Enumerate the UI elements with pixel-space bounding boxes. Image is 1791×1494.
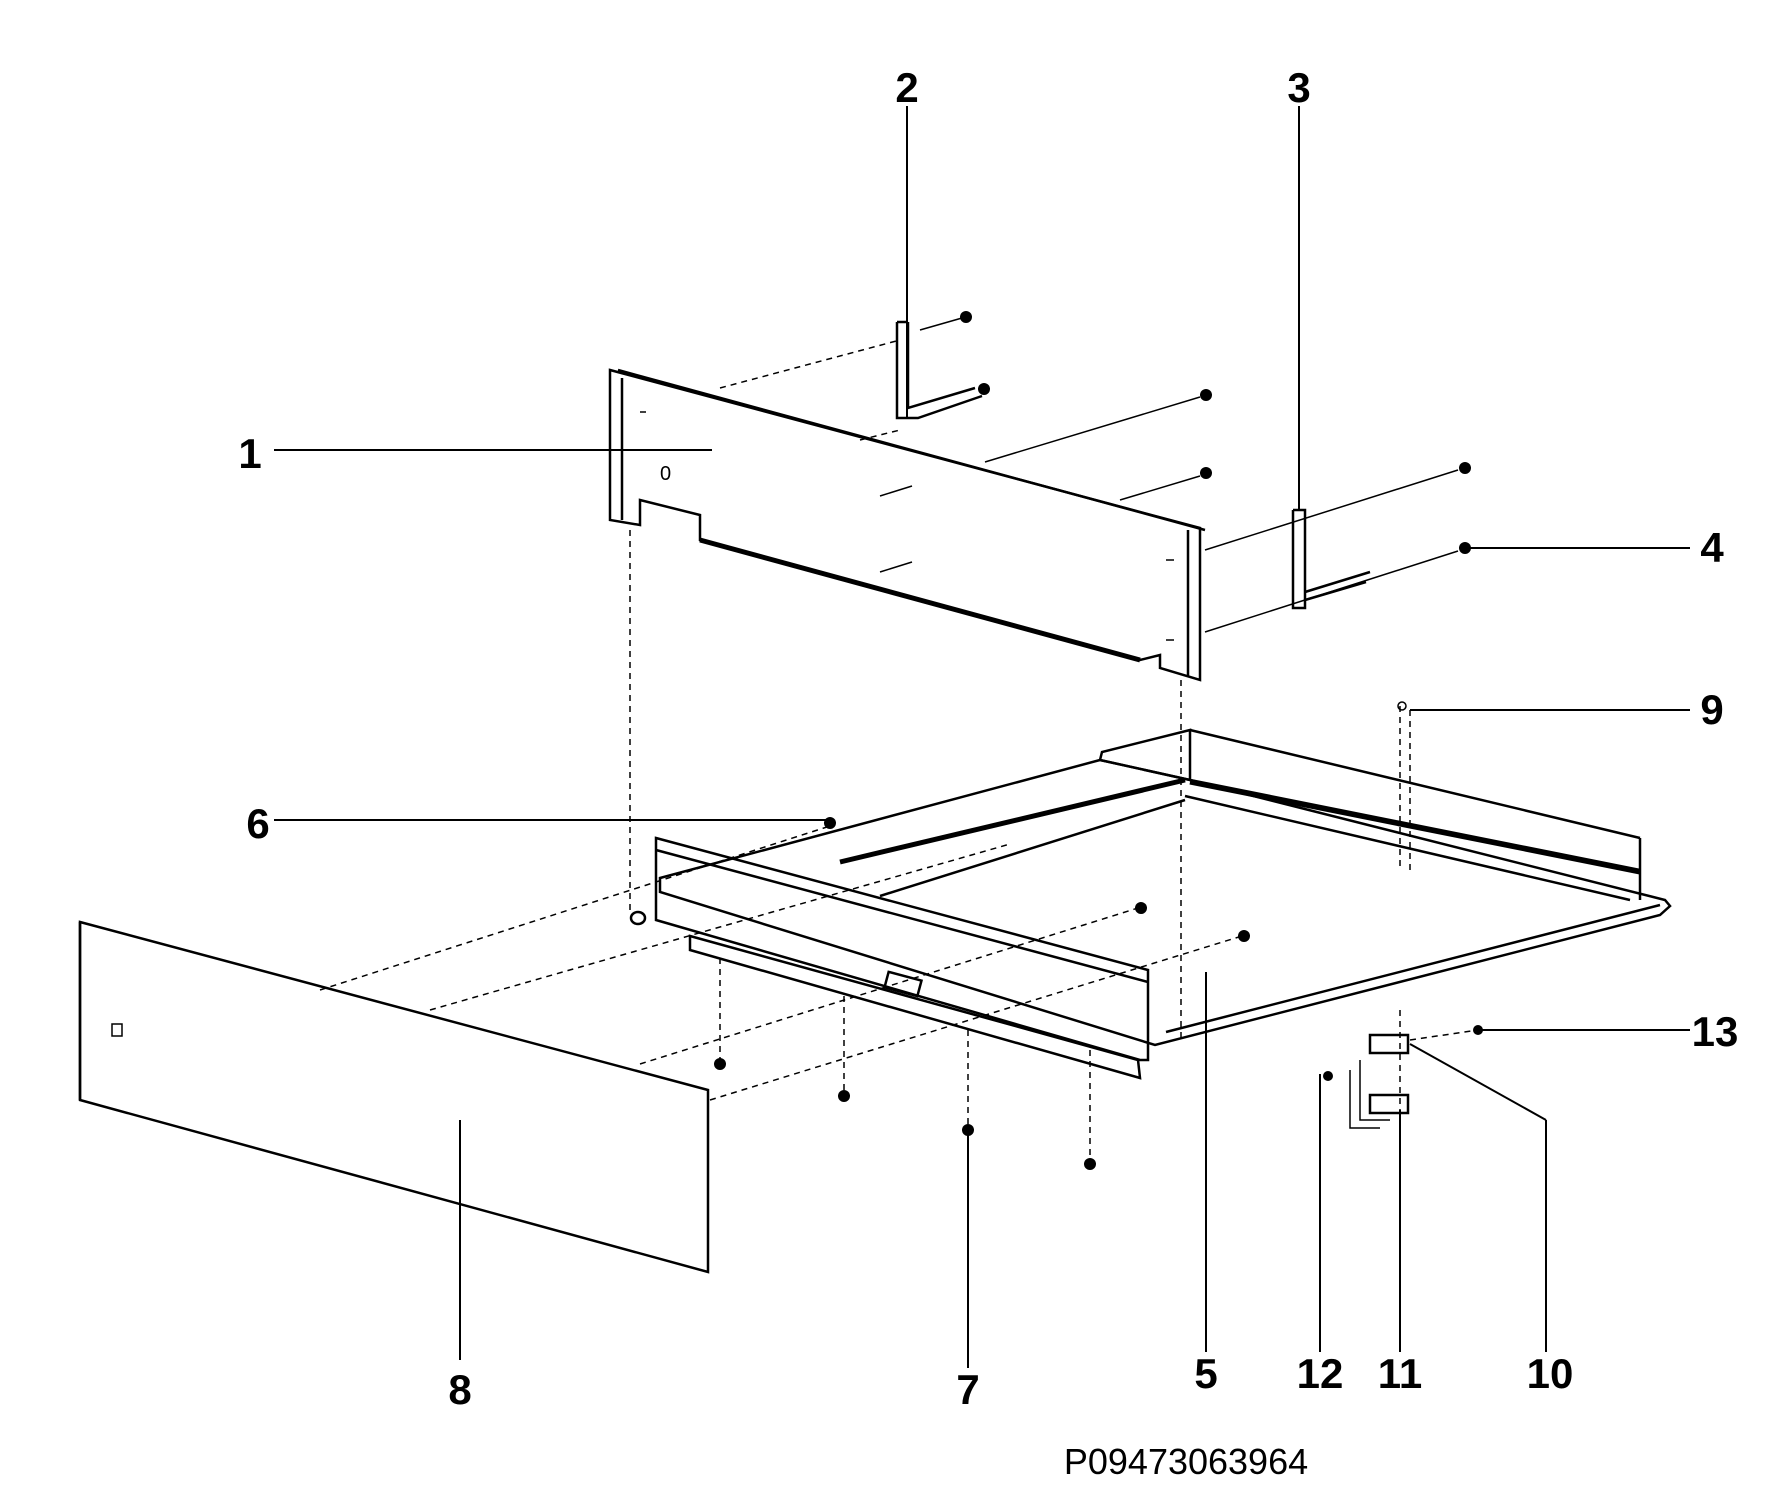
- callout-label: 2: [895, 64, 918, 111]
- callout-label: 3: [1287, 64, 1310, 111]
- leader-lines: [274, 106, 1690, 1368]
- back-panel-part-1: 0: [608, 368, 1206, 682]
- callout-label: 12: [1297, 1350, 1344, 1397]
- projection-lines: [319, 530, 1479, 1162]
- front-panel-part-8: [78, 920, 710, 1274]
- front-frame-part-6: [629, 836, 1150, 1080]
- callout-label: 7: [956, 1366, 979, 1413]
- callout-labels: 1 2 3 4 5 6 7 8 9 10 11 12 13: [238, 64, 1738, 1413]
- callout-label: 11: [1378, 1350, 1422, 1397]
- lower-screws: [714, 701, 1483, 1170]
- callout-label: 9: [1700, 686, 1723, 733]
- callout-label: 13: [1692, 1008, 1739, 1055]
- callout-label: 4: [1700, 524, 1724, 571]
- bracket-part-3: [1291, 508, 1371, 610]
- svg-text:0: 0: [660, 463, 671, 485]
- drawing-code: P09473063964: [1064, 1441, 1308, 1482]
- callout-label: 8: [448, 1366, 471, 1413]
- drawer-tray-part-5: [658, 728, 1672, 1047]
- callout-label: 1: [238, 430, 261, 477]
- callout-label: 10: [1527, 1350, 1574, 1397]
- callout-label: 5: [1194, 1350, 1217, 1397]
- bracket-part-2: [895, 311, 990, 420]
- callout-label: 6: [246, 800, 269, 847]
- hinge-parts-10-11: [1349, 1033, 1410, 1129]
- panel-screws: [719, 339, 1471, 633]
